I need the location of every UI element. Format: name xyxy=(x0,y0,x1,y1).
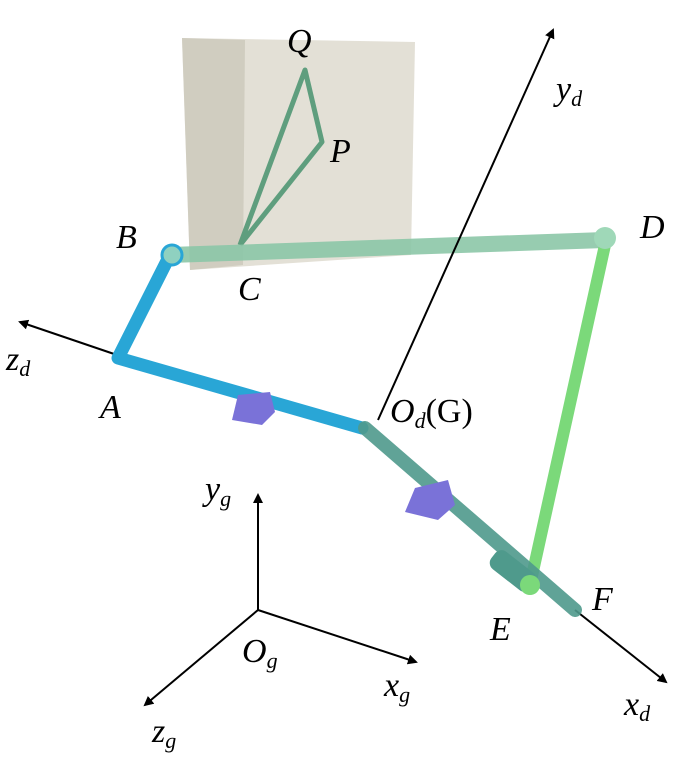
label-zg: zg xyxy=(151,713,176,753)
label-p: P xyxy=(329,133,351,170)
bracket-1 xyxy=(232,392,275,425)
label-b: B xyxy=(116,219,137,256)
label-e: E xyxy=(489,611,511,648)
yd-axis xyxy=(377,28,555,421)
link-od-f xyxy=(358,421,582,617)
label-xd: xd xyxy=(623,686,651,726)
xd-axis xyxy=(574,609,668,684)
plane-panel xyxy=(182,38,415,270)
triangle-cqp xyxy=(237,67,325,247)
label-og: Og xyxy=(242,633,278,673)
label-yd: yd xyxy=(553,71,583,111)
label-d: D xyxy=(639,209,665,246)
link-bd xyxy=(162,232,613,263)
label-yg: yg xyxy=(202,471,231,511)
label-zd: zd xyxy=(5,341,31,381)
xg-axis xyxy=(257,609,418,665)
label-q: Q xyxy=(287,23,312,60)
bracket-2 xyxy=(405,480,455,520)
link-de xyxy=(524,239,611,591)
label-c: C xyxy=(238,271,261,308)
link-ab-aod xyxy=(111,243,369,435)
joint-e xyxy=(489,550,540,595)
label-f: F xyxy=(591,581,614,618)
label-xg: xg xyxy=(383,667,410,707)
joint-d xyxy=(594,227,616,249)
label-a: A xyxy=(98,389,121,426)
zd-axis xyxy=(18,319,121,357)
zg-axis xyxy=(143,609,259,707)
label-od: Od(G) xyxy=(390,393,473,433)
